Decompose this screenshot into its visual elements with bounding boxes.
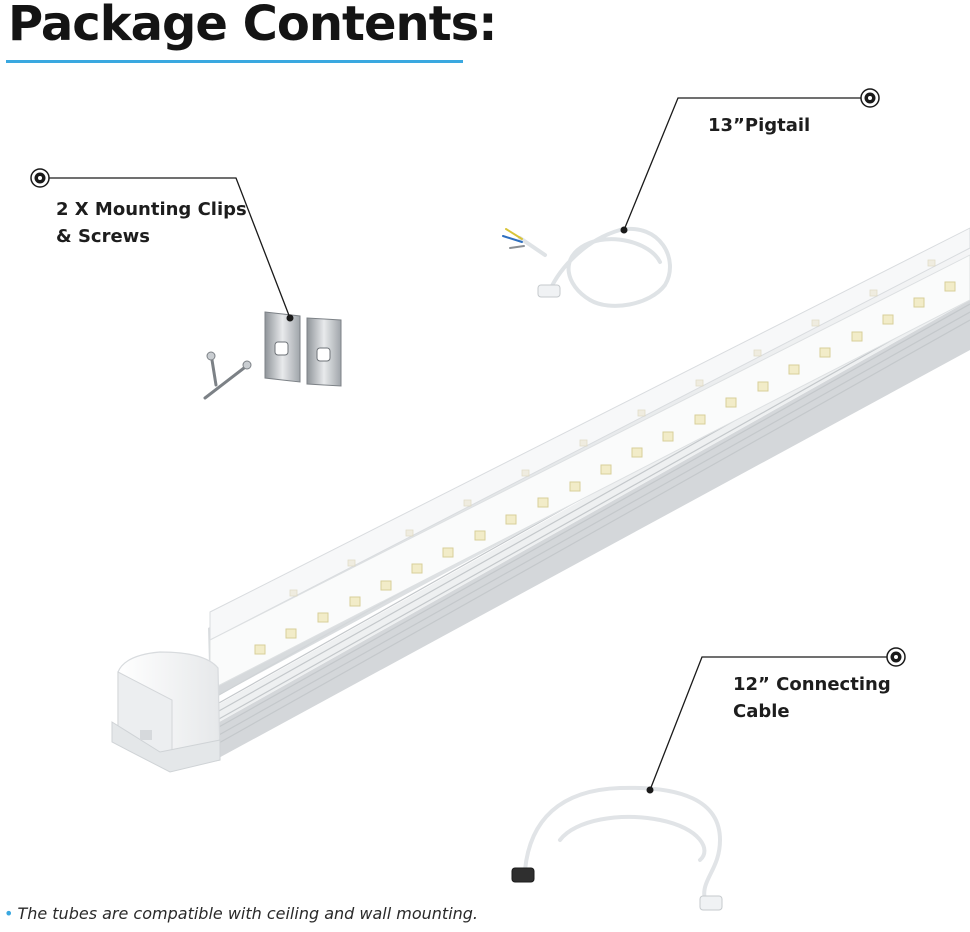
connecting-cable-label: 12” Connecting Cable [733, 671, 891, 725]
target-icon [860, 88, 880, 108]
cable-leader-line [649, 656, 896, 791]
clips-leader-line [40, 177, 291, 319]
pigtail-leader-line [623, 97, 870, 231]
connecting-cable-label-line2: Cable [733, 701, 790, 722]
mounting-clips [264, 311, 342, 387]
title-underline [6, 60, 463, 63]
page-title: Package Contents: [8, 0, 497, 52]
connecting-cable [511, 785, 723, 911]
mounting-clips-label-line1: 2 X Mounting Clips [56, 199, 247, 220]
pigtail-label: 13”Pigtail [708, 115, 811, 136]
bullet-icon: • [4, 904, 14, 923]
mounting-clips-label-line2: & Screws [56, 226, 151, 247]
target-icon [886, 647, 906, 667]
footnote-text: The tubes are compatible with ceiling an… [17, 904, 479, 923]
mounting-clips-label: 2 X Mounting Clips & Screws [56, 196, 247, 250]
screws [203, 351, 252, 400]
connecting-cable-label-line1: 12” Connecting [733, 674, 891, 695]
target-icon [30, 168, 50, 188]
pigtail-cable [502, 226, 672, 308]
led-tube-light [111, 227, 970, 773]
mounting-footnote: •The tubes are compatible with ceiling a… [4, 904, 478, 923]
